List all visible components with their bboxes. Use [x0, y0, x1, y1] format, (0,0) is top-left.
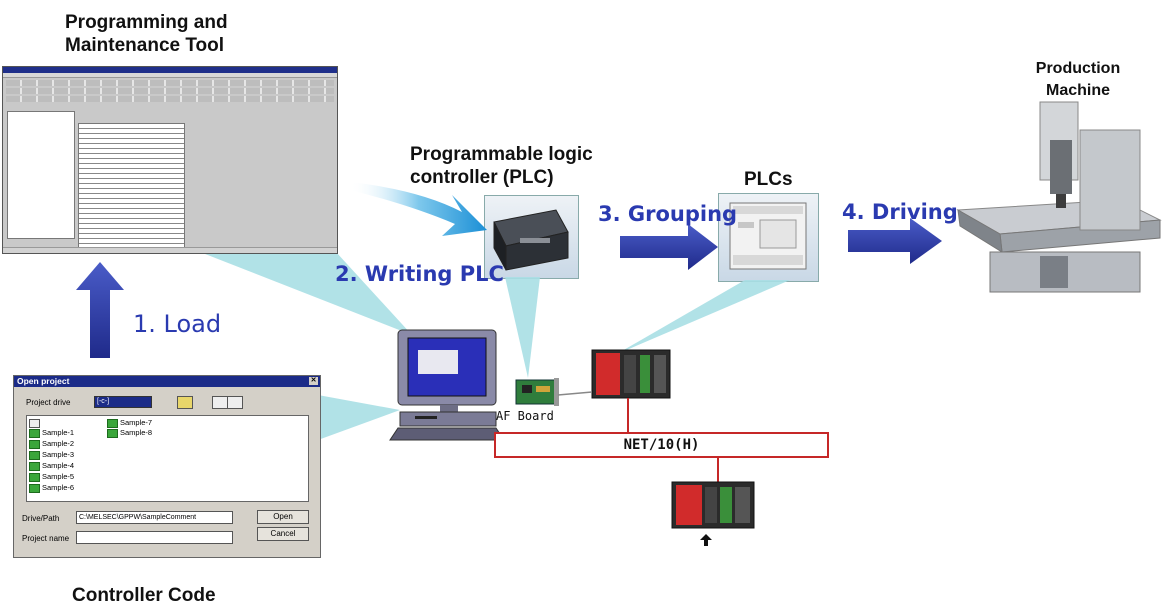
tool-toolbar-2: [6, 88, 334, 94]
load-arrow: [76, 262, 124, 358]
dialog-callout: [318, 395, 400, 440]
tool-project-tree: [7, 111, 75, 239]
plc-device-icon: [493, 209, 569, 271]
project-list: Sample-1 Sample-2 Sample-3 Sample-4 Samp…: [26, 415, 309, 502]
tool-statusbar: [3, 247, 337, 253]
lower-plc-rack-icon: [671, 481, 755, 546]
parent-folder-icon[interactable]: [29, 418, 42, 428]
computer-icon: [389, 329, 505, 441]
open-button[interactable]: Open: [257, 510, 309, 524]
project-icon: [29, 472, 40, 482]
af-board-label: AF Board: [496, 409, 554, 423]
plcs-device-icon: [729, 202, 807, 270]
project-icon: [29, 428, 40, 438]
production-machine-icon: [956, 101, 1162, 293]
tool-toolbar-3: [6, 96, 334, 102]
tool-toolbar-1: [6, 80, 334, 86]
open-project-dialog: Open project ✕ Project drive [-c-] Sampl…: [13, 375, 321, 558]
drive-path-label: Drive/Path: [22, 514, 60, 523]
list-item[interactable]: Sample-7: [107, 418, 152, 428]
project-icon: [29, 483, 40, 493]
project-icon: [29, 450, 40, 460]
drive-path-field[interactable]: C:\MELSEC\GPPW\SampleComment: [76, 511, 233, 524]
step-writing-label: 2. Writing PLC: [335, 262, 504, 286]
folder-up-icon[interactable]: [177, 396, 193, 409]
list-item[interactable]: Sample-8: [107, 428, 152, 438]
upper-plc-rack-icon: [591, 349, 671, 399]
plc-callout: [505, 277, 540, 378]
grouping-arrow: [620, 224, 718, 270]
plcs-title: PLCs: [744, 169, 793, 190]
af-board-icon: [515, 378, 559, 406]
project-icon: [107, 418, 118, 428]
tool-title: Programming and Maintenance Tool: [65, 12, 228, 56]
list-item[interactable]: Sample-5: [29, 472, 74, 482]
cancel-button[interactable]: Cancel: [257, 527, 309, 541]
detail-view-icon[interactable]: [227, 396, 243, 409]
step-driving-label: 4. Driving: [842, 200, 958, 224]
tool-callout: [200, 252, 412, 335]
list-item[interactable]: Sample-1: [29, 428, 74, 438]
project-icon: [29, 439, 40, 449]
project-drive-select[interactable]: [-c-]: [94, 396, 152, 408]
programming-tool-window: [2, 66, 338, 254]
driving-arrow: [848, 218, 942, 264]
project-icon: [107, 428, 118, 438]
project-icon: [29, 461, 40, 471]
project-name-label: Project name: [22, 534, 70, 543]
tool-comment-grid: [78, 123, 185, 249]
tool-menubar: [3, 73, 337, 78]
plcs-callout: [615, 280, 790, 355]
step-grouping-label: 3. Grouping: [598, 202, 738, 226]
step-load-label: 1. Load: [133, 310, 222, 338]
network-bar: NET/10(H): [494, 432, 829, 458]
tool-titlebar: [3, 67, 337, 73]
controller-code-title: Controller Code: [72, 585, 216, 606]
dialog-title: Open project: [17, 376, 70, 386]
list-item[interactable]: Sample-4: [29, 461, 74, 471]
project-drive-label: Project drive: [26, 398, 71, 407]
list-view-icon[interactable]: [212, 396, 228, 409]
list-item[interactable]: Sample-6: [29, 483, 74, 493]
list-item[interactable]: Sample-3: [29, 450, 74, 460]
dialog-titlebar: Open project ✕: [14, 376, 320, 387]
machine-title: Production Machine: [1035, 60, 1121, 99]
project-name-field[interactable]: [76, 531, 233, 544]
close-icon[interactable]: ✕: [309, 377, 318, 385]
plc-title: Programmable logic controller (PLC): [410, 144, 593, 188]
writing-arrow: [350, 182, 487, 236]
list-item[interactable]: Sample-2: [29, 439, 74, 449]
